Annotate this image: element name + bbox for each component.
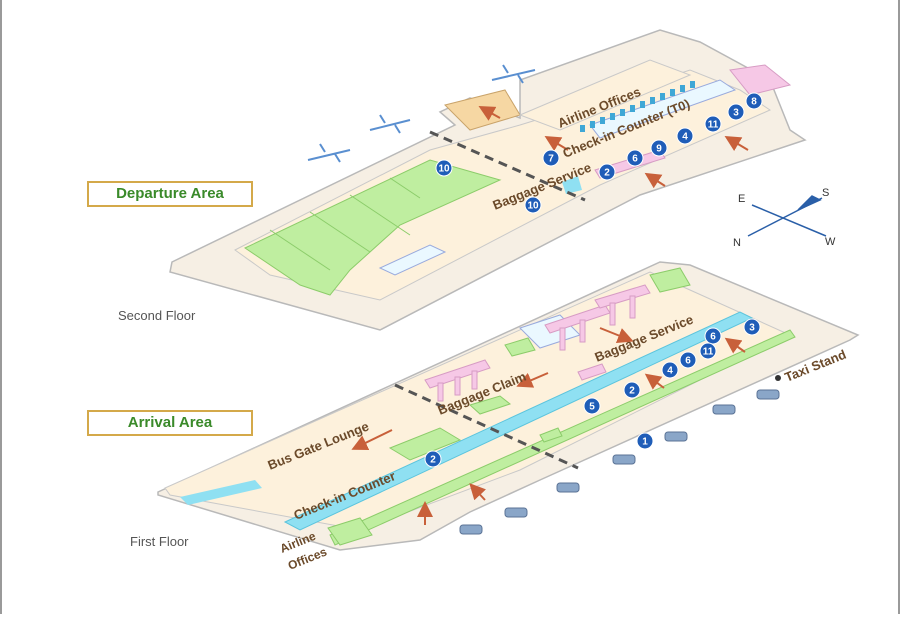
- green-block-small: [539, 427, 563, 443]
- location-marker: [704, 327, 722, 345]
- location-marker: [636, 432, 654, 450]
- location-marker-number: 9: [656, 144, 662, 155]
- location-marker-number: 7: [548, 154, 554, 165]
- location-marker: [743, 318, 761, 336]
- location-marker-number: 3: [733, 108, 739, 119]
- location-marker: [623, 381, 641, 399]
- location-marker: [745, 92, 763, 110]
- checkin-counter-row-top: [589, 79, 737, 139]
- airline-office-block-bottom: [327, 517, 373, 546]
- second-floor-label: Second Floor: [118, 308, 196, 323]
- arrow-top-2: [544, 135, 569, 152]
- arrow-top-4: [724, 135, 749, 152]
- location-marker: [542, 149, 560, 167]
- compass-east: E: [738, 193, 745, 205]
- arrow-bottom-1: [351, 429, 393, 450]
- compass-west: W: [825, 236, 836, 248]
- second-floor-plan: [169, 29, 807, 331]
- pink-block-top: [729, 64, 792, 96]
- left-frame-edge: [0, 0, 2, 614]
- arrow-bottom-5: [469, 483, 487, 501]
- green-block-topright: [649, 267, 691, 293]
- airplane-icon: [369, 114, 411, 134]
- airplane-icon: [307, 143, 351, 163]
- location-marker: [661, 361, 679, 379]
- arrow-bottom-6: [644, 373, 665, 390]
- arrival-area-label: Arrival Area: [87, 410, 253, 436]
- location-marker-number: 5: [589, 402, 595, 413]
- arrow-bottom-7: [724, 337, 746, 354]
- markers-top: 10 7 10 2 6 9 4 11 3 8: [435, 92, 763, 214]
- location-marker-number: 1: [642, 437, 648, 448]
- green-block-mid: [469, 395, 512, 415]
- arrow-bottom-3: [599, 327, 634, 343]
- location-marker-number: 6: [685, 356, 691, 367]
- car-icons: [459, 389, 780, 535]
- cyan-strip-bottom: [283, 311, 754, 531]
- location-marker: [727, 103, 745, 121]
- location-marker: [435, 159, 453, 177]
- location-marker-number: 6: [632, 154, 638, 165]
- location-marker-number: 11: [703, 347, 714, 358]
- location-marker: [704, 115, 722, 133]
- green-row-front: [329, 329, 796, 546]
- location-marker-number: 4: [667, 366, 673, 377]
- location-marker-number: 6: [710, 332, 716, 343]
- location-marker: [583, 397, 601, 415]
- location-marker: [524, 196, 542, 214]
- checkin-desks-top: [580, 81, 695, 132]
- location-marker-number: 2: [629, 386, 635, 397]
- airline-office-row-top: [518, 59, 692, 131]
- location-marker-number: 10: [527, 201, 539, 212]
- markers-bottom: 3 6 11 6 4 2 5 2 1: [424, 318, 761, 468]
- location-marker: [626, 149, 644, 167]
- cyan-strip-top: [562, 176, 582, 194]
- compass-north: N: [733, 237, 741, 249]
- first-floor-plan: [157, 261, 860, 551]
- baggage-carousels: [424, 284, 651, 402]
- taxi-stand-dot: [775, 375, 781, 381]
- location-marker: [679, 351, 697, 369]
- location-marker: [598, 163, 616, 181]
- location-marker-number: 4: [682, 132, 688, 143]
- location-marker-number: 2: [604, 168, 610, 179]
- location-marker: [650, 139, 668, 157]
- location-marker-number: 8: [751, 97, 757, 108]
- compass-south: S: [822, 187, 829, 199]
- green-block-upper: [504, 337, 536, 357]
- location-marker-number: 10: [438, 164, 450, 175]
- location-marker: [424, 450, 442, 468]
- first-floor-label: First Floor: [130, 534, 189, 549]
- location-marker-number: 3: [749, 323, 755, 334]
- airplane-icon: [491, 64, 536, 84]
- right-frame-edge: [898, 0, 900, 614]
- location-marker-number: 2: [430, 455, 436, 466]
- location-marker: [699, 342, 717, 360]
- location-marker: [676, 127, 694, 145]
- arrow-top-1: [478, 106, 501, 121]
- divider-line-top: [429, 130, 586, 202]
- compass-rose: [747, 195, 827, 237]
- location-marker-number: 11: [708, 120, 719, 131]
- arrow-bottom-2: [516, 372, 549, 388]
- arrow-top-3: [644, 172, 666, 189]
- divider-line-bottom: [394, 383, 579, 470]
- departure-area-label: Departure Area: [87, 181, 253, 207]
- bus-gate-block: [388, 427, 462, 461]
- stair-block-top: [378, 244, 447, 276]
- cyan-strip-left: [180, 480, 262, 505]
